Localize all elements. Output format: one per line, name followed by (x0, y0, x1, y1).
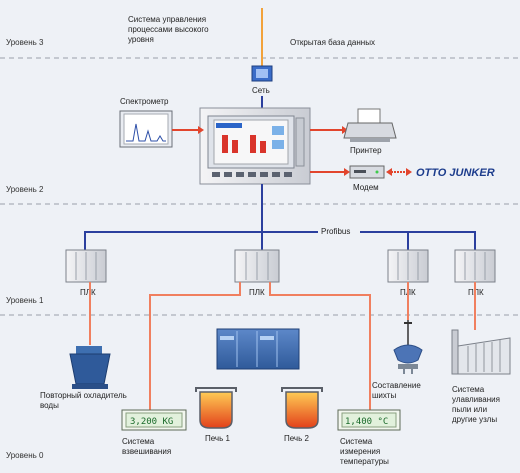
network-node-icon (251, 65, 273, 82)
modem-label: Модем (353, 183, 379, 192)
plc-unit-2-icon (234, 249, 280, 283)
modem-brand-arrow-right-icon (406, 168, 412, 176)
level-2-label: Уровень 2 (6, 185, 44, 194)
open-database-label: Открытая база данных (290, 38, 375, 47)
plc-unit-3-icon (387, 249, 429, 283)
temp-label-line2: измерения (340, 447, 380, 456)
temp-label-line1: Система (340, 437, 373, 446)
modem-brand-arrow-left-icon (386, 168, 392, 176)
temp-label-line3: температуры (340, 457, 389, 466)
plc2-to-weighing-wire (149, 282, 241, 410)
printer-icon (343, 108, 397, 142)
otto-junker-logo: OTTO JUNKER (416, 167, 495, 179)
dust-collection-icon (451, 329, 511, 375)
level-0-label: Уровень 0 (6, 451, 44, 460)
plc2-to-temp-wire (269, 282, 371, 410)
plc-unit-1-icon (65, 249, 107, 283)
high-level-system-line1: Система управления (128, 15, 206, 24)
plc-1-label: ПЛК (80, 288, 96, 297)
dust-label-line1: Система (452, 385, 485, 394)
modem-arrow-icon (344, 168, 350, 176)
printer-label: Принтер (350, 146, 382, 155)
furnace-1-icon (195, 387, 237, 429)
spectrometer-arrow-icon (198, 126, 204, 134)
high-level-system-line2: процессами высокого (128, 25, 209, 34)
spectrometer-icon (119, 110, 173, 148)
profibus-label: Profibus (321, 227, 350, 236)
spectrometer-label: Спектрометр (120, 97, 169, 106)
charge-composition-icon (393, 320, 423, 374)
dust-label-line4: другие узлы (452, 415, 497, 424)
furnace-1-label: Печь 1 (205, 434, 230, 443)
water-cooler-icon (69, 346, 111, 389)
weighing-display-icon (121, 409, 187, 431)
dust-label-line2: улавливания (452, 395, 500, 404)
main-controller-panel (199, 107, 311, 185)
level-1-label: Уровень 1 (6, 296, 44, 305)
printer-arrow-icon (342, 126, 348, 134)
weighing-label-line2: взвешивания (122, 447, 171, 456)
dust-label-line3: пыли или (452, 405, 487, 414)
profibus-line (84, 231, 476, 252)
charge-label-line1: Составление (372, 381, 421, 390)
weighing-display-value: 3,200 KG (130, 417, 173, 427)
plc-2-label: ПЛК (249, 288, 265, 297)
furnace-control-cabinet-icon (216, 328, 300, 370)
high-level-system-line3: уровня (128, 35, 154, 44)
level-3-label: Уровень 3 (6, 38, 44, 47)
profibus-label-bg (318, 225, 360, 237)
weighing-label-line1: Система (122, 437, 155, 446)
furnace-2-label: Печь 2 (284, 434, 309, 443)
level-separators (0, 57, 520, 316)
plc-unit-4-icon (454, 249, 496, 283)
charge-label-line2: шихты (372, 391, 396, 400)
network-label: Сеть (252, 86, 270, 95)
furnace-2-icon (281, 387, 323, 429)
field-wires (89, 282, 476, 410)
temperature-display-value: 1,400 °C (345, 417, 388, 427)
cooler-label-line2: воды (40, 401, 59, 410)
cooler-label-line1: Повторный охладитель (40, 391, 127, 400)
temperature-display-icon (337, 409, 401, 431)
modem-icon (349, 165, 385, 179)
